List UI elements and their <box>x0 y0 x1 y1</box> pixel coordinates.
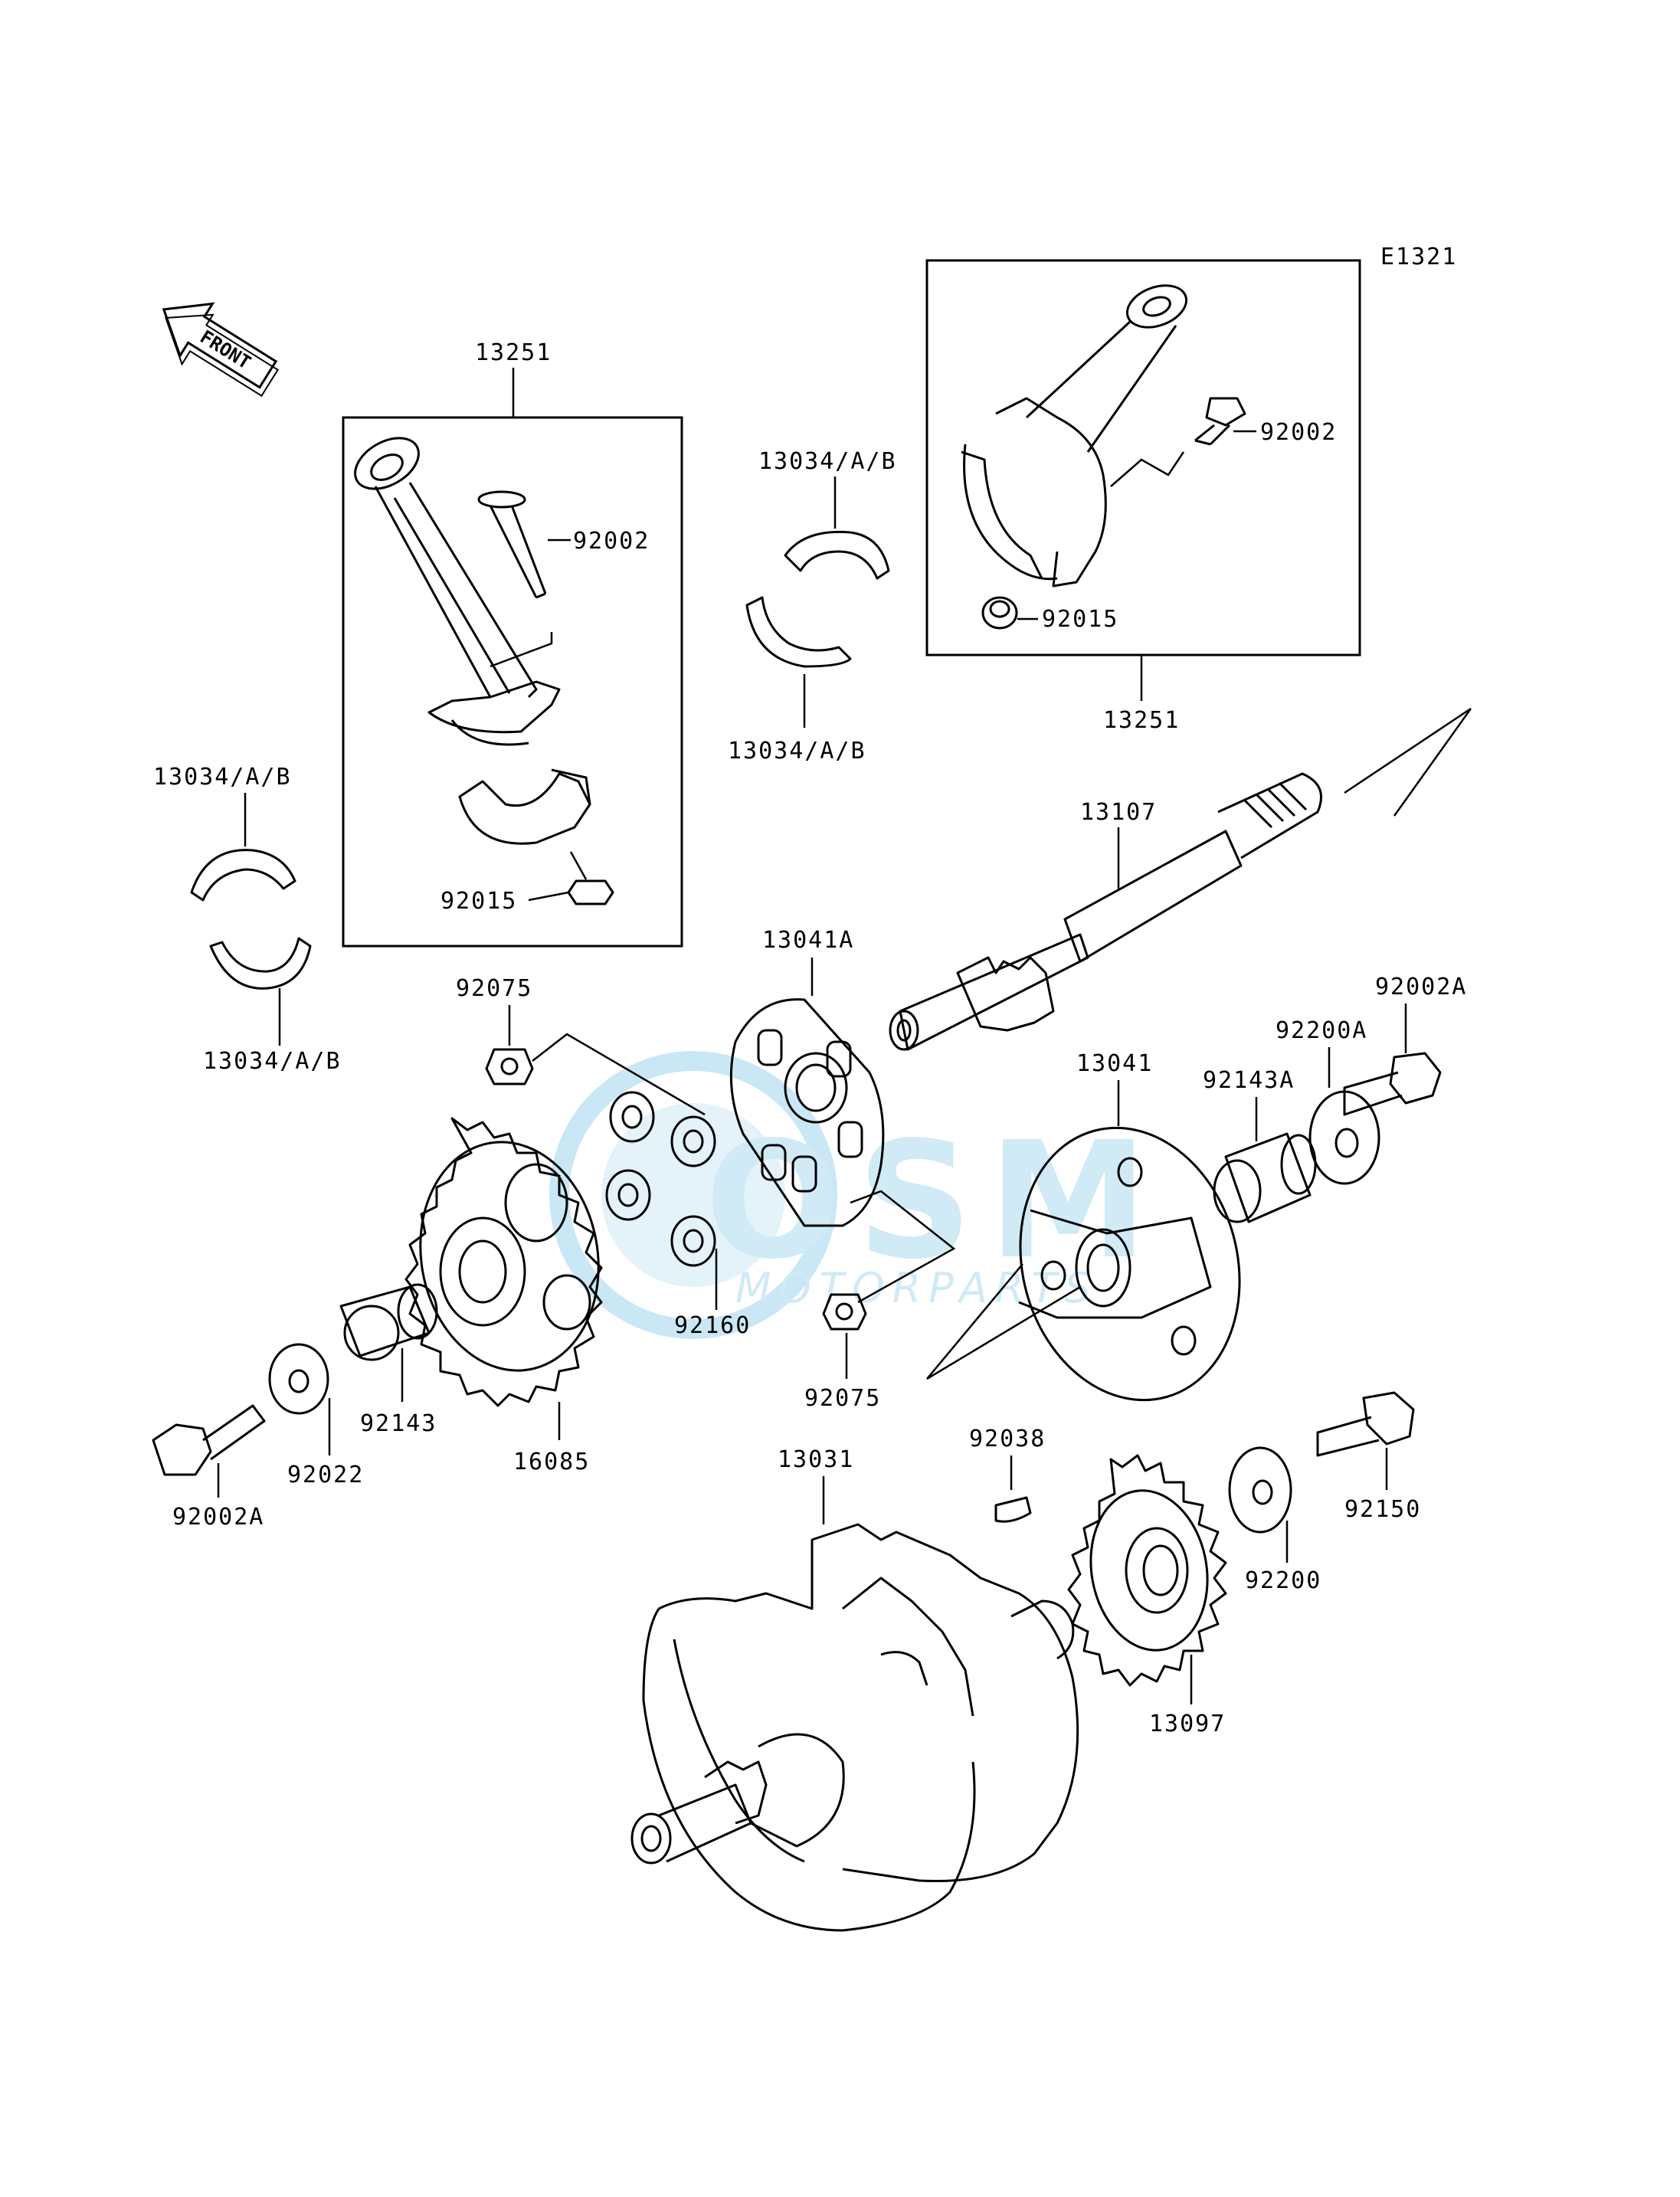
damper-rubbers-92160 <box>605 1091 716 1267</box>
conrod-nut-right <box>981 596 1018 630</box>
bearing-shell-lower-center <box>745 596 852 668</box>
label-92002-right: 92002 <box>1260 419 1337 446</box>
balancer-gear-16085 <box>404 1117 603 1407</box>
washer-92200 <box>1228 1446 1292 1534</box>
label-13097: 13097 <box>1149 1711 1226 1737</box>
primary-gear-13097 <box>1067 1454 1227 1687</box>
bolt-92002A-right <box>1343 1052 1442 1116</box>
label-13034-lower-left: 13034/A/B <box>203 1048 342 1075</box>
label-92002A-right: 92002A <box>1375 974 1467 1000</box>
label-92002A-left: 92002A <box>172 1504 264 1531</box>
label-92200A: 92200A <box>1276 1017 1367 1044</box>
damper-92075-upper <box>485 1048 534 1085</box>
conrod-assembly-box-right <box>925 259 1361 656</box>
label-16085: 16085 <box>513 1449 590 1475</box>
connecting-rod-left <box>354 437 561 746</box>
bearing-shell-upper-center <box>784 530 890 580</box>
label-13107: 13107 <box>1080 799 1157 826</box>
balancer-weight-13041A <box>729 998 885 1227</box>
label-92200: 92200 <box>1245 1567 1321 1594</box>
bearing-shell-lower-left <box>209 937 312 990</box>
label-92038: 92038 <box>969 1426 1046 1452</box>
crankshaft <box>630 1523 1079 1932</box>
conrod-bolt-left <box>477 490 547 599</box>
balancer-weight-13041 <box>1018 1126 1241 1402</box>
label-92143: 92143 <box>360 1410 437 1437</box>
label-92015-right: 92015 <box>1042 606 1118 633</box>
diagram-code: E1321 <box>1380 244 1457 270</box>
label-13034-lower-center: 13034/A/B <box>728 738 866 765</box>
conrod-assembly-box-left <box>342 416 683 948</box>
bolt-92002A-left <box>152 1404 266 1476</box>
label-13041: 13041 <box>1076 1050 1153 1077</box>
label-92150: 92150 <box>1344 1496 1421 1523</box>
collar-92143A <box>1213 1132 1317 1223</box>
label-92015-left: 92015 <box>440 888 517 915</box>
washer-92022 <box>268 1343 329 1415</box>
front-direction-arrow-icon: FRONT <box>162 302 280 398</box>
balancer-shaft <box>889 772 1322 1051</box>
label-13034-upper-left: 13034/A/B <box>153 764 292 791</box>
label-92075-upper: 92075 <box>456 975 532 1002</box>
bolt-92150 <box>1316 1391 1415 1457</box>
conrod-bolt-right <box>1194 397 1246 446</box>
collar-92143 <box>339 1283 438 1361</box>
label-13034-upper-center: 13034/A/B <box>758 448 897 475</box>
label-92143A: 92143A <box>1203 1067 1295 1094</box>
bearing-shell-upper-left <box>190 849 296 902</box>
label-92075-lower: 92075 <box>804 1385 881 1412</box>
label-92022: 92022 <box>287 1462 364 1488</box>
conrod-nut-left <box>567 879 614 905</box>
label-92002-left: 92002 <box>573 528 650 555</box>
label-92160: 92160 <box>674 1312 751 1339</box>
connecting-rod-right <box>961 284 1188 588</box>
watermark-sub: MOTORPARTS <box>735 1264 1099 1312</box>
damper-92075-lower <box>822 1293 867 1331</box>
label-13041A: 13041A <box>762 927 854 954</box>
label-13031: 13031 <box>778 1446 854 1473</box>
conrod-cap-left <box>458 768 591 845</box>
label-13251-left: 13251 <box>475 339 552 366</box>
woodruff-key-92038 <box>994 1496 1032 1523</box>
label-13251-right: 13251 <box>1103 707 1180 734</box>
